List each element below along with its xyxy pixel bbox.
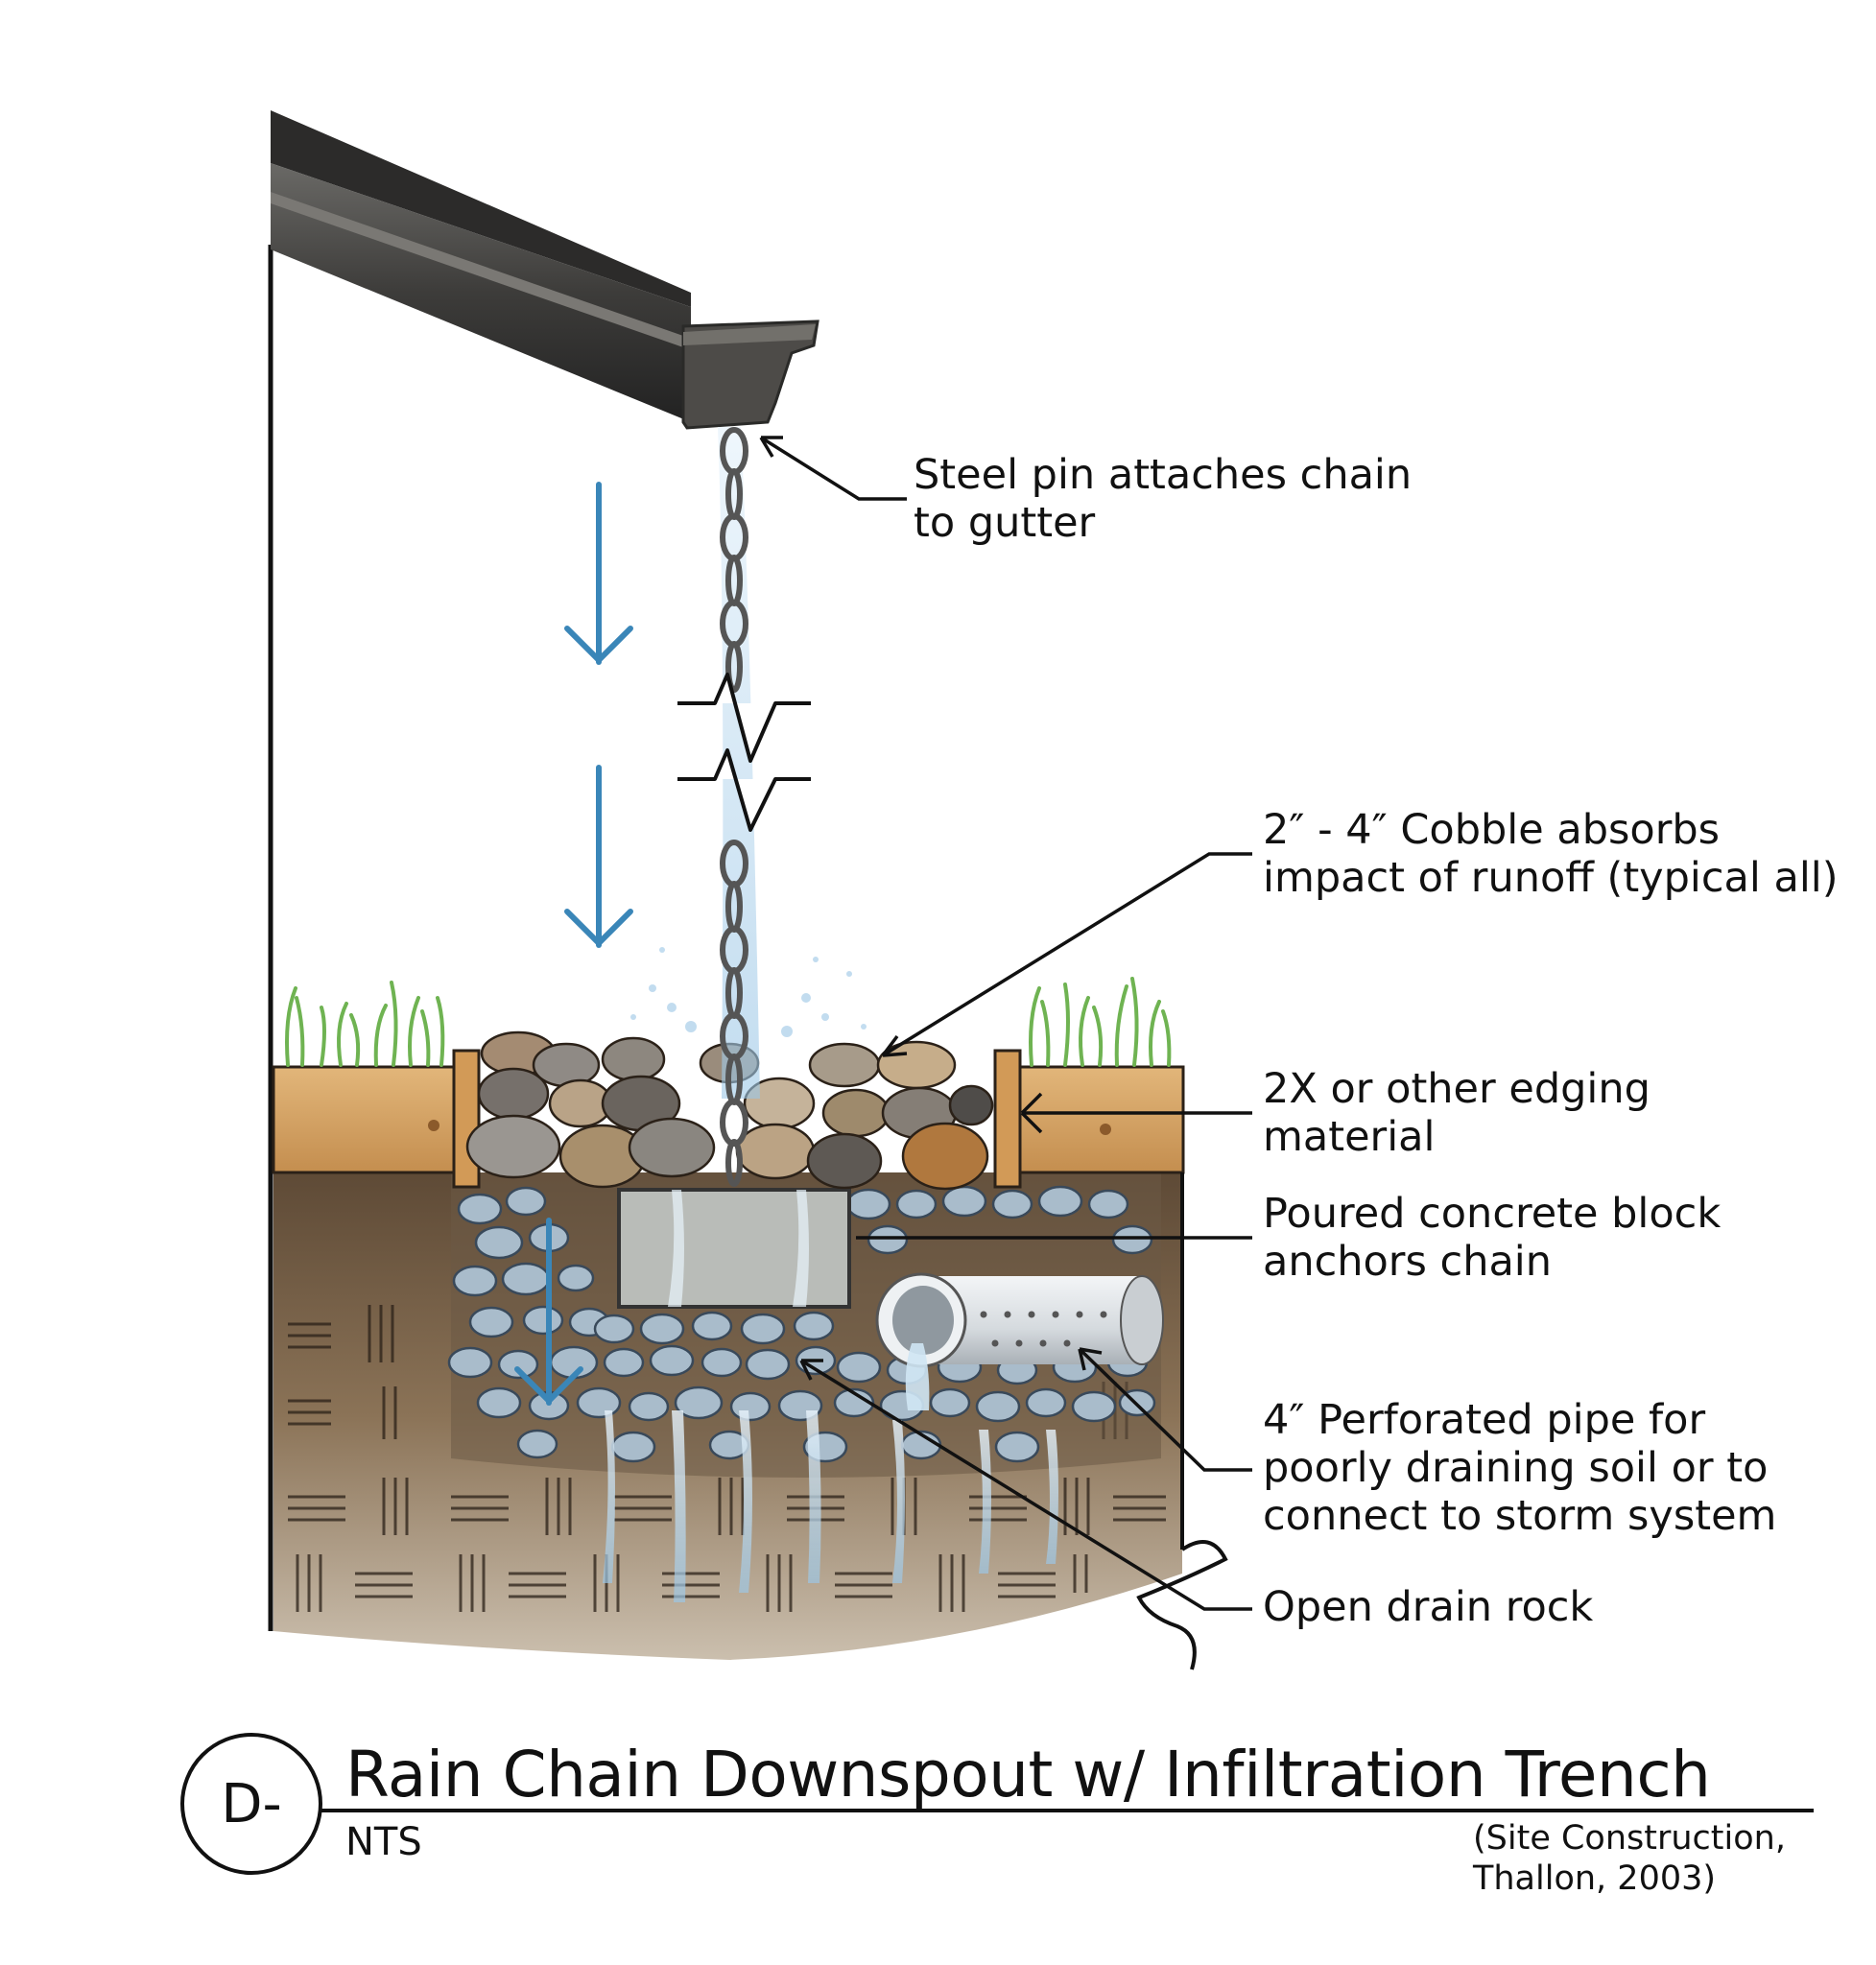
detail-id: D- <box>221 1772 282 1835</box>
callout-edging-line1: 2X or other edging <box>1263 1065 1650 1113</box>
callout-steel-pin-line1: Steel pin attaches chain <box>914 451 1413 499</box>
callout-perforated-pipe-line2: poorly draining soil or to <box>1263 1444 1769 1492</box>
citation-line2: Thallon, 2003) <box>1473 1859 1717 1898</box>
callout-cobble-line1: 2″ - 4″ Cobble absorbs <box>1263 806 1721 854</box>
callout-concrete-block-line1: Poured concrete block <box>1263 1190 1722 1238</box>
concrete-block <box>617 1188 851 1309</box>
callout-cobble: 2″ - 4″ Cobble absorbs impact of runoff … <box>1263 806 1839 902</box>
callout-cobble-line2: impact of runoff (typical all) <box>1263 854 1839 902</box>
grass-icon <box>285 977 1172 1067</box>
citation: (Site Construction, Thallon, 2003) <box>1473 1818 1786 1899</box>
callout-perforated-pipe: 4″ Perforated pipe for poorly draining s… <box>1263 1396 1776 1540</box>
timber-edging-right <box>993 1049 1185 1189</box>
infiltration-streaks <box>603 1410 1058 1602</box>
callout-drain-rock: Open drain rock <box>1263 1583 1593 1631</box>
callout-steel-pin: Steel pin attaches chain to gutter <box>914 451 1412 547</box>
callout-drain-rock-line1: Open drain rock <box>1263 1583 1594 1631</box>
callout-edging: 2X or other edging material <box>1263 1065 1650 1161</box>
callout-steel-pin-line2: to gutter <box>914 499 1096 547</box>
ground-section-outline <box>1136 1172 1228 1670</box>
callout-concrete-block: Poured concrete block anchors chain <box>1263 1190 1721 1286</box>
callout-concrete-block-line2: anchors chain <box>1263 1238 1552 1286</box>
detail-id-badge: D- <box>180 1733 322 1875</box>
cobble-layer <box>465 1030 994 1191</box>
roof-gutter <box>271 110 819 430</box>
timber-edging-left <box>272 1049 481 1189</box>
callout-perforated-pipe-line1: 4″ Perforated pipe for <box>1263 1396 1706 1444</box>
flow-arrow-icon <box>514 482 633 1406</box>
page-title: Rain Chain Downspout w/ Infiltration Tre… <box>345 1738 1711 1811</box>
callout-perforated-pipe-line3: connect to storm system <box>1263 1492 1777 1540</box>
perforated-pipe <box>875 1272 1164 1410</box>
rain-chain-icon <box>630 427 867 1187</box>
leader-lines <box>759 436 1252 1611</box>
citation-line1: (Site Construction, <box>1473 1819 1786 1858</box>
break-line-icon <box>677 673 811 832</box>
title-underline <box>321 1809 1814 1812</box>
scale-note: NTS <box>345 1820 422 1864</box>
callout-edging-line2: material <box>1263 1113 1436 1161</box>
